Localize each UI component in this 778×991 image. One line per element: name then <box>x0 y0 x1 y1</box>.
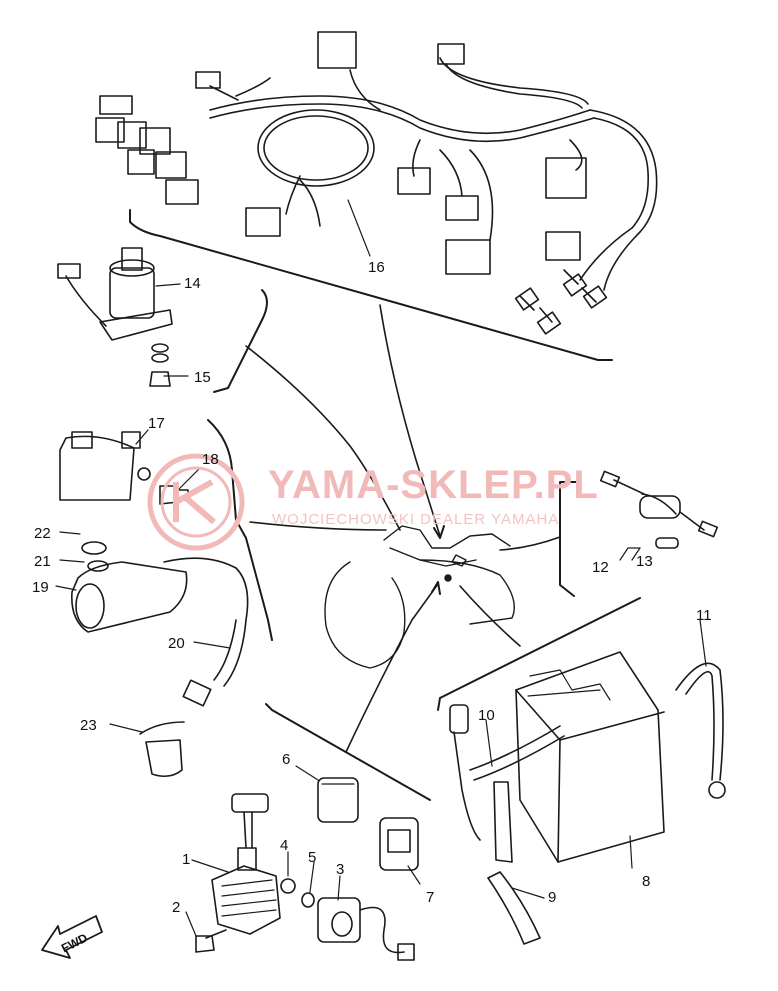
battery <box>515 651 665 863</box>
arrow-harness <box>379 304 441 537</box>
callout-17: 17 <box>148 415 165 432</box>
regulator <box>195 793 281 953</box>
bracket-fuse <box>559 481 577 597</box>
callout-22: 22 <box>34 525 51 542</box>
watermark-logo <box>147 453 245 551</box>
arrow-switch <box>245 345 401 531</box>
callout-15: 15 <box>194 369 211 386</box>
watermark-subtitle: WOJCIECHOWSKI DEALER YAMAHA <box>272 511 559 528</box>
arrow-regulator <box>345 583 439 753</box>
callout-10: 10 <box>478 707 495 724</box>
watermark: YAMA-SKLEP.PL WOJCIECHOWSKI DEALER YAMAH… <box>147 453 599 551</box>
watermark-title: YAMA-SKLEP.PL <box>268 463 599 507</box>
callout-23: 23 <box>80 717 97 734</box>
bracket-coil <box>207 419 273 641</box>
callout-4: 4 <box>280 837 288 854</box>
callout-19: 19 <box>32 579 49 596</box>
arrow-fuse <box>499 536 561 551</box>
callout-6: 6 <box>282 751 290 768</box>
callout-18: 18 <box>202 451 219 468</box>
fwd-arrow <box>41 915 103 959</box>
callout-8: 8 <box>642 873 650 890</box>
callout-12: 12 <box>592 559 609 576</box>
bracket-switch <box>213 289 268 393</box>
battery-cables <box>449 662 726 945</box>
bracket-harness <box>129 209 613 361</box>
main-switch <box>57 247 173 387</box>
callout-7: 7 <box>426 889 434 906</box>
callout-labels: 1 2 3 4 5 6 7 8 9 10 11 12 13 14 15 16 1… <box>32 259 712 916</box>
bracket-battery <box>437 597 641 711</box>
callout-14: 14 <box>184 275 201 292</box>
frame-outline <box>324 525 515 669</box>
wire-harness <box>209 57 658 291</box>
bracket-regulator <box>265 703 431 801</box>
arrow-coil <box>249 521 387 531</box>
fuse-holder <box>599 470 719 549</box>
arrow-battery <box>459 585 521 647</box>
callout-11: 11 <box>696 607 712 624</box>
fwd-label: FWD <box>59 930 90 955</box>
callout-20: 20 <box>168 635 185 652</box>
callout-5: 5 <box>308 849 316 866</box>
callout-3: 3 <box>336 861 344 878</box>
leader-lines <box>55 199 707 937</box>
callout-21: 21 <box>34 553 51 570</box>
callout-16: 16 <box>368 259 385 276</box>
flasher-relay <box>280 878 415 961</box>
callout-9: 9 <box>548 889 556 906</box>
callout-13: 13 <box>636 553 653 570</box>
harness-connectors <box>95 31 608 335</box>
callout-2: 2 <box>172 899 180 916</box>
callout-1: 1 <box>182 851 190 868</box>
ignition-coil <box>71 541 249 778</box>
relays <box>317 777 419 871</box>
